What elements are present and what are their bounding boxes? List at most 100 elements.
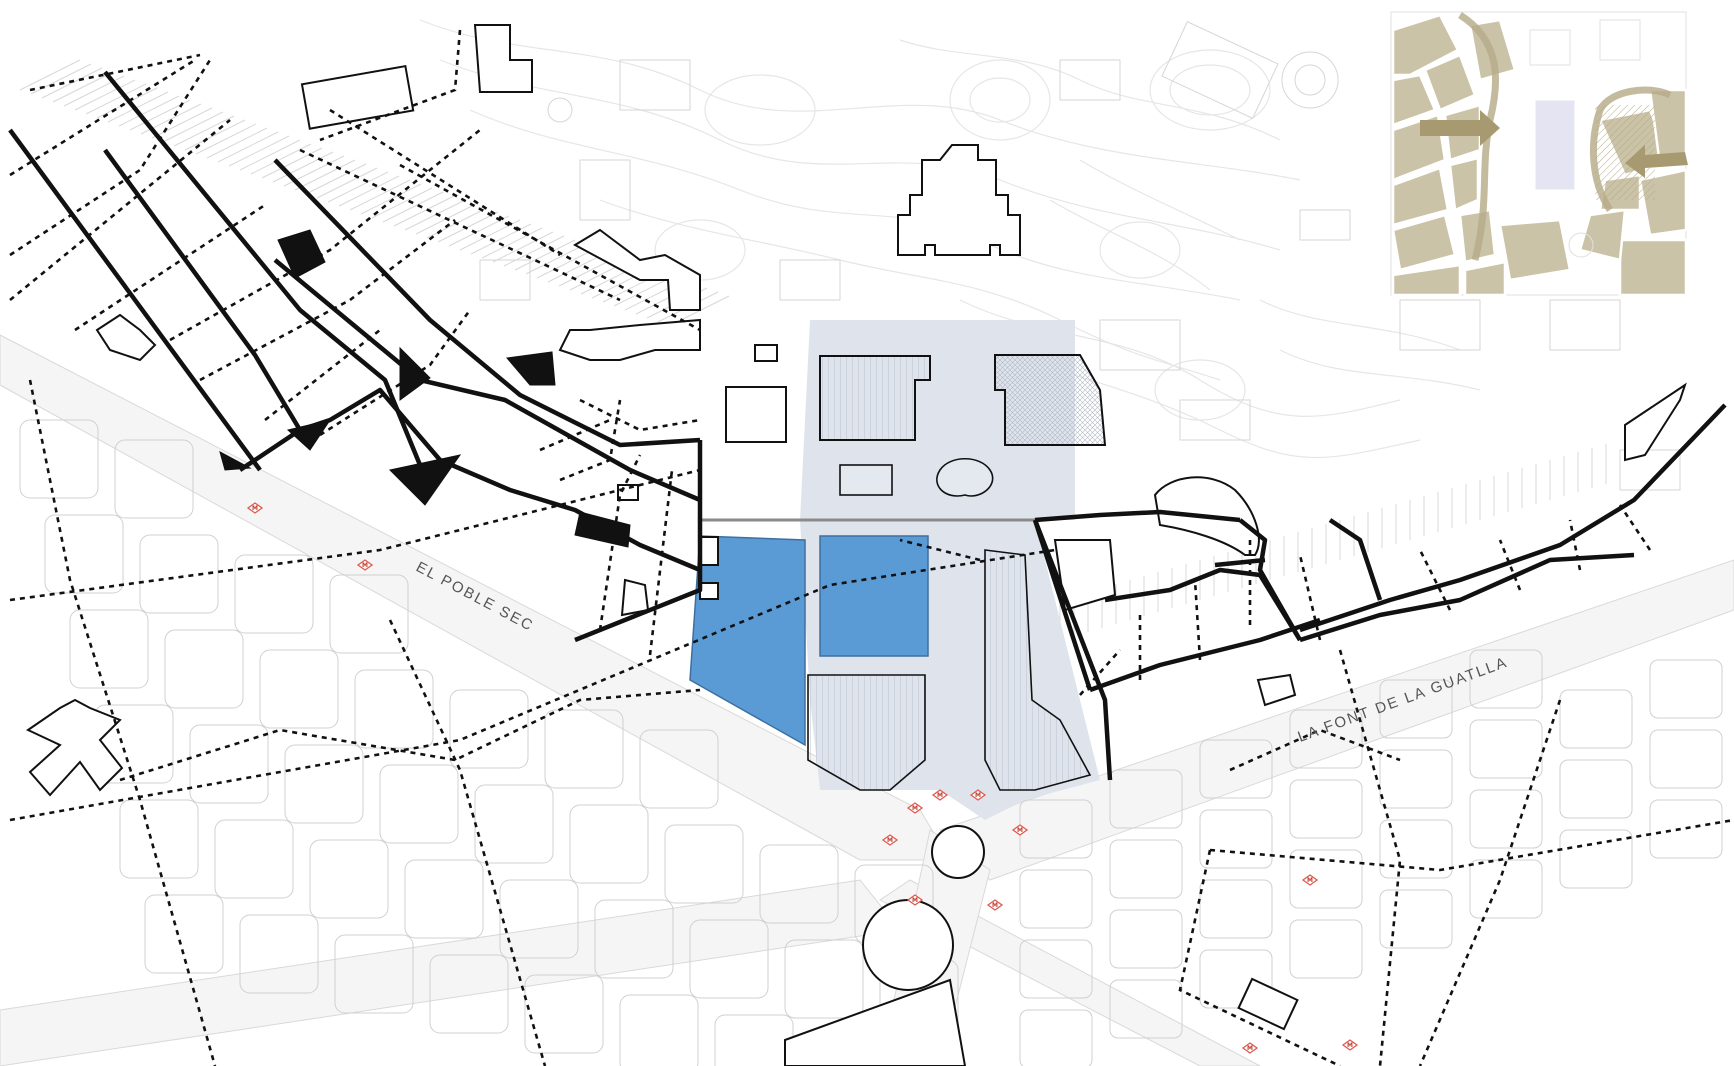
inset-highlight-area: [1534, 99, 1576, 191]
inset-buildings-2: [1599, 19, 1641, 61]
secondary-route: [1568, 519, 1582, 571]
parcel-line: [316, 167, 378, 199]
parcel-line: [492, 231, 554, 263]
secondary-route: [1178, 849, 1341, 1066]
city-block: [234, 554, 314, 634]
secondary-route: [28, 379, 217, 1066]
city-block: [404, 859, 484, 939]
secondary-route: [319, 29, 462, 142]
city-block: [449, 689, 529, 769]
direction-arrow-icon-2: [1625, 145, 1688, 178]
main-route: [273, 158, 701, 448]
city-block: [1559, 689, 1633, 749]
city-block: [759, 844, 839, 924]
exhibition-hall-nw: [819, 355, 931, 441]
city-block: [1379, 889, 1453, 949]
city-block: [189, 724, 269, 804]
city-block: [619, 994, 699, 1066]
city-block: [1559, 759, 1633, 819]
parcel-line: [437, 211, 499, 243]
city-block: [1109, 979, 1183, 1039]
city-block: [114, 439, 194, 519]
city-block: [544, 709, 624, 789]
parcel-line: [514, 239, 576, 271]
main-route: [1032, 519, 1093, 691]
building-east-lozenge: [1624, 382, 1687, 462]
city-block: [144, 894, 224, 974]
secondary-route: [1418, 699, 1562, 1066]
mies-pavilion-area: [572, 228, 701, 311]
city-block: [784, 939, 864, 1019]
parcel-line: [52, 71, 114, 103]
parcel-line: [162, 111, 224, 143]
city-block: [1649, 729, 1723, 789]
national-palace: [897, 144, 1021, 256]
secondary-route: [1338, 649, 1402, 1066]
city-block: [1019, 869, 1093, 929]
city-block: [309, 839, 389, 919]
secondary-route: [579, 398, 701, 432]
city-block: [1109, 839, 1183, 899]
main-route: [1034, 509, 1241, 523]
highlight-building-east: [819, 535, 929, 657]
city-block: [334, 934, 414, 1014]
parcel-line: [250, 143, 312, 175]
building-west-block: [725, 386, 787, 443]
exhibition-pavilion: [839, 464, 893, 496]
parcel-line: [195, 123, 257, 155]
secondary-route: [1229, 728, 1401, 772]
city-block: [689, 919, 769, 999]
city-block: [1019, 1009, 1093, 1066]
building-west-hill: [95, 313, 157, 362]
secondary-route: [1498, 539, 1522, 591]
parcel-line: [19, 59, 81, 91]
secondary-route: [899, 538, 981, 562]
building-cross-shape: [25, 698, 124, 797]
main-route: [574, 440, 703, 643]
hill-buildings: [479, 21, 1681, 491]
parcel-line: [96, 87, 158, 119]
secondary-route: [9, 118, 231, 302]
secondary-route: [9, 59, 212, 257]
exhibition-hall-sw: [807, 674, 926, 791]
caixaforum: [558, 318, 701, 361]
city-block: [19, 419, 99, 499]
inset-hatched-area: [1595, 105, 1655, 200]
parcel-line: [481, 227, 543, 259]
parcel-line: [74, 79, 136, 111]
circular-plaza: [862, 899, 954, 991]
secondary-route: [74, 203, 266, 332]
city-block: [139, 534, 219, 614]
city-block: [1379, 819, 1453, 879]
direction-arrow-icon: [1420, 110, 1500, 146]
parcel-line: [294, 159, 356, 191]
parcel-line: [382, 191, 444, 223]
city-block: [1199, 879, 1273, 939]
city-block: [1289, 709, 1363, 769]
city-block: [214, 819, 294, 899]
parcel-line: [305, 163, 367, 195]
building-small-2: [699, 536, 719, 566]
parcel-line: [448, 215, 510, 247]
city-block: [569, 804, 649, 884]
parcel-line: [536, 247, 598, 279]
city-block: [119, 799, 199, 879]
parcel-line: [327, 171, 389, 203]
parcel-line: [217, 131, 279, 163]
city-block: [1469, 649, 1543, 709]
black-plazas: [219, 229, 631, 548]
building-small-4: [617, 484, 639, 501]
city-block: [1469, 789, 1543, 849]
building-small-3: [699, 582, 719, 600]
parcel-line: [107, 91, 169, 123]
secondary-route: [399, 163, 701, 332]
city-block: [1289, 849, 1363, 909]
topographic-contours: [419, 19, 1481, 459]
city-block: [1109, 909, 1183, 969]
secondary-route: [1193, 579, 1202, 661]
parcel-line: [525, 243, 587, 275]
secondary-route: [29, 53, 201, 92]
parcel-line: [85, 83, 147, 115]
building-small-wedge: [620, 578, 650, 617]
city-block: [1379, 679, 1453, 739]
